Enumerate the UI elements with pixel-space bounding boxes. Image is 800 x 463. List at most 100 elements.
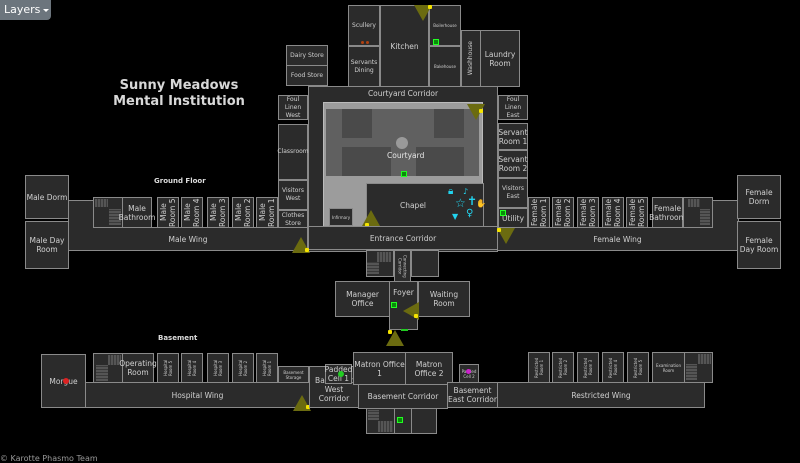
courtyard-planter — [434, 109, 464, 138]
room-female-room-4[interactable]: Female Room 4 — [602, 197, 624, 228]
fountain-icon — [396, 137, 408, 149]
room-male-room-5[interactable]: Male Room 5 — [157, 197, 179, 228]
room-food-store[interactable]: Food Store — [286, 65, 328, 86]
hiding-spot-marker[interactable] — [386, 330, 404, 346]
hiding-spot-dot — [497, 228, 501, 232]
room-padded-cell-2[interactable]: Padded Cell 2 — [459, 364, 479, 384]
fuse-box-icon[interactable] — [401, 171, 407, 177]
room-female-wing[interactable]: Female Wing — [497, 227, 738, 251]
room-servant-room-1[interactable]: Servant Room 1 — [498, 123, 528, 150]
fuse-box-icon[interactable] — [433, 39, 439, 45]
room-male-room-1[interactable]: Male Room 1 — [256, 197, 278, 228]
stairs-icon — [368, 410, 379, 420]
padded-cell-marker-icon[interactable] — [338, 371, 344, 377]
room-restricted-room-2[interactable]: Restricted Room 2 — [552, 352, 574, 383]
room-examination-room[interactable]: Examination Room — [652, 352, 685, 383]
room-visitors-east[interactable]: Visitors East — [498, 178, 528, 208]
room-hospital-room-5[interactable]: Hospital Room 5 — [157, 353, 179, 383]
room-restricted-room-4[interactable]: Restricted Room 4 — [602, 352, 624, 383]
room-female-room-2[interactable]: Female Room 2 — [552, 197, 574, 228]
room-hospital-wing[interactable]: Hospital Wing — [85, 382, 310, 408]
room-hospital-room-2[interactable]: Hospital Room 2 — [232, 353, 254, 383]
room-female-room-3[interactable]: Female Room 3 — [577, 197, 599, 228]
room-male-room-2[interactable]: Male Room 2 — [232, 197, 254, 228]
ground-floor-label: Ground Floor — [154, 177, 206, 185]
room-female-dorm[interactable]: Female Dorm — [737, 175, 781, 219]
room-restricted-room-1[interactable]: Restricted Room 1 — [528, 352, 550, 383]
room-matron-office-2[interactable]: Matron Office 2 — [405, 352, 453, 385]
room-basement-east-corridor[interactable]: Basement East Corridor — [447, 382, 498, 408]
haunted-mirror-icon[interactable]: ♀ — [466, 208, 474, 219]
monkey-paw-icon[interactable]: ✋ — [476, 199, 486, 208]
male-wing-connector — [68, 200, 94, 228]
hiding-spot-marker[interactable] — [362, 210, 380, 226]
room-restricted-wing[interactable]: Restricted Wing — [497, 382, 705, 408]
orange-marker-icon — [361, 41, 364, 44]
room-male-room-4[interactable]: Male Room 4 — [181, 197, 203, 228]
layers-dropdown-button[interactable]: Layers — [0, 0, 51, 20]
room-female-room-1[interactable]: Female Room 1 — [528, 197, 550, 228]
room-male-dorm[interactable]: Male Dorm — [25, 175, 69, 219]
room-basement-side[interactable] — [411, 408, 437, 434]
summoning-circle-icon[interactable]: ☆ — [455, 196, 466, 210]
hiding-spot-marker[interactable] — [414, 5, 432, 21]
room-matron-office-1[interactable]: Matron Office 1 — [353, 352, 406, 385]
tarot-cards-icon[interactable]: ▼ — [452, 212, 459, 221]
room-hospital-room-1[interactable]: Hospital Room 1 — [256, 353, 278, 383]
room-hospital-room-3[interactable]: Hospital Room 3 — [207, 353, 229, 383]
room-manager-office[interactable]: Manager Office — [335, 281, 390, 317]
hiding-spot-dot — [479, 109, 483, 113]
bone-marker-icon[interactable] — [63, 378, 69, 384]
room-bakehouse[interactable]: Bakehouse — [429, 46, 461, 87]
room-restricted-room-5[interactable]: Restricted Room 5 — [627, 352, 649, 383]
room-infirmary[interactable]: Infirmary — [329, 208, 353, 226]
hiding-spot-dot — [414, 314, 418, 318]
room-classroom[interactable]: Classroom — [277, 124, 309, 180]
room-foul-linen-west[interactable]: Foul Linen West — [278, 95, 308, 120]
room-servants-dining[interactable]: Servants Dining — [348, 46, 380, 87]
room-hospital-room-4[interactable]: Hospital Room 4 — [181, 353, 203, 383]
hiding-spot-dot — [428, 5, 432, 9]
voodoo-doll-icon[interactable]: ♪ — [463, 187, 469, 196]
stairs-icon — [698, 354, 711, 364]
room-washhouse[interactable]: Washhouse — [461, 30, 481, 87]
room-basement-corridor[interactable]: Basement Corridor — [358, 384, 448, 409]
layers-label: Layers — [4, 3, 41, 16]
room-scullery[interactable]: Scullery — [348, 5, 380, 46]
hiding-spot-marker[interactable] — [467, 104, 485, 120]
room-operating-room[interactable]: Operating Room — [119, 353, 157, 383]
ouija-board-icon[interactable]: ✝ — [467, 194, 478, 208]
room-laundry-room[interactable]: Laundry Room — [480, 30, 520, 87]
front-door[interactable] — [401, 329, 408, 331]
room-basement-storage[interactable]: Basement Storage — [278, 366, 309, 383]
room-servant-room-2[interactable]: Servant Room 2 — [498, 150, 528, 178]
room-entrance-corridor[interactable]: Entrance Corridor — [308, 226, 498, 250]
fuse-box-icon[interactable] — [391, 302, 397, 308]
room-female-bathroom[interactable]: Female Bathroom — [649, 197, 686, 228]
room-male-day-room[interactable]: Male Day Room — [25, 221, 69, 269]
stairs-icon — [108, 355, 121, 365]
room-restricted-room-3[interactable]: Restricted Room 3 — [577, 352, 599, 383]
room-east-foyer-side[interactable] — [411, 250, 439, 277]
fuse-box-icon[interactable] — [500, 210, 506, 216]
courtyard-label: Courtyard — [387, 151, 425, 160]
room-male-room-3[interactable]: Male Room 3 — [207, 197, 229, 228]
courtyard-planter — [342, 147, 391, 176]
room-female-day-room[interactable]: Female Day Room — [737, 221, 781, 269]
hiding-spot-marker[interactable] — [497, 228, 515, 244]
room-chapel[interactable]: Chapel — [366, 183, 484, 227]
room-dairy-store[interactable]: Dairy Store — [286, 45, 328, 66]
fuse-box-icon[interactable] — [397, 417, 403, 423]
music-box-icon[interactable]: 🔒︎ — [448, 186, 454, 197]
room-female-room-5[interactable]: Female Room 5 — [626, 197, 648, 228]
hiding-spot-dot — [388, 330, 392, 334]
room-connecting-corridor[interactable]: Connecting Corridor — [394, 250, 411, 282]
room-waiting-room[interactable]: Waiting Room — [418, 281, 470, 317]
room-foul-linen-east[interactable]: Foul Linen East — [498, 95, 528, 120]
stairs-icon — [95, 199, 108, 207]
padded-cell-marker-icon[interactable] — [466, 369, 471, 374]
hiding-spot-dot — [365, 223, 369, 227]
room-male-bathroom[interactable]: Male Bathroom — [119, 197, 155, 228]
room-male-wing[interactable]: Male Wing — [68, 227, 308, 251]
room-visitors-west[interactable]: Visitors West — [278, 180, 308, 210]
